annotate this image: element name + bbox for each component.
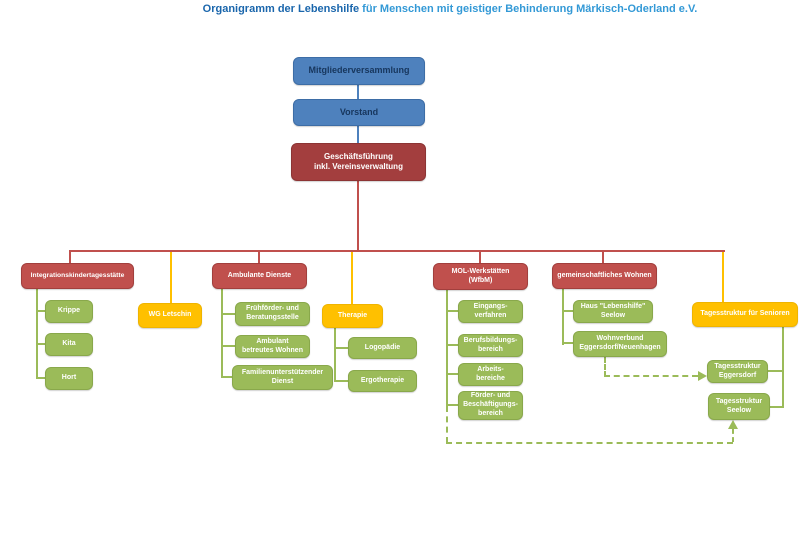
node-logopaedie: Logopädie [348, 337, 417, 359]
node-wg-letschin: WG Letschin [138, 303, 202, 328]
connector-drop-senioren [722, 252, 724, 302]
connector-main-horizontal [69, 250, 725, 252]
connector-stub-ts-eggersdorf [768, 370, 782, 372]
dashed-connector-mol-right [446, 442, 733, 444]
node-integrationskindertagesstaette: Integrationskindertagesstätte [21, 263, 134, 289]
node-foerder-beschaeftigungsbereich: Förder- und Beschäftigungs- bereich [458, 391, 523, 420]
connector-senioren-vertical [782, 327, 784, 408]
connector-stub-berufsbildung [448, 344, 458, 346]
node-therapie: Therapie [322, 304, 383, 328]
connector-stub-fruehfoerder [223, 313, 235, 315]
node-hort: Hort [45, 367, 93, 390]
connector-drop-therapie [351, 252, 353, 304]
arrow-up-icon [728, 420, 738, 429]
node-arbeitsbereiche: Arbeits- bereiche [458, 363, 523, 386]
connector-stub-familienunterstuetzender [223, 376, 232, 378]
node-mitgliederversammlung: Mitgliederversammlung [293, 57, 425, 85]
page-title-sub: für Menschen mit geistiger Behinderung M… [359, 3, 698, 15]
connector-stub-arbeitsbereiche [448, 373, 458, 375]
connector-stub-hort [38, 377, 45, 379]
connector-stub-foerder [448, 404, 458, 406]
connector-stub-ergotherapie [336, 380, 348, 382]
node-fruehfoerder: Frühförder- und Beratungsstelle [235, 302, 310, 326]
node-tagesstruktur-senioren: Tagesstruktur für Senioren [692, 302, 798, 327]
page-title-main: Organigramm der Lebenshilfe [202, 3, 360, 15]
node-wohnverbund: Wohnverbund Eggersdorf/Neuenhagen [573, 331, 667, 357]
connector-stub-wohnverbund [564, 342, 573, 344]
dashed-connector-wohnverbund-right [604, 375, 698, 377]
node-ambulante-dienste: Ambulante Dienste [212, 263, 307, 289]
dashed-connector-wohnverbund-down [604, 357, 606, 377]
connector-stub-ts-seelow [770, 406, 782, 408]
connector-drop-ambulante-branch [258, 252, 260, 263]
node-gemeinschaftliches-wohnen: gemeinschaftliches Wohnen [552, 263, 657, 289]
arrow-right-icon [698, 371, 707, 381]
connector-mol-vertical [446, 290, 448, 406]
connector-drop-kita-branch [69, 252, 71, 263]
connector-ambulante-vertical [221, 288, 223, 378]
connector-drop-mol-branch [479, 252, 481, 263]
node-vorstand: Vorstand [293, 99, 425, 126]
connector-stub-kita [38, 343, 45, 345]
connector-mitglieder-vorstand [357, 85, 359, 99]
node-krippe: Krippe [45, 300, 93, 323]
node-kita: Kita [45, 333, 93, 356]
connector-stub-eingangsverfahren [448, 310, 458, 312]
page-title: Organigramm der Lebenshilfe für Menschen… [100, 3, 800, 15]
connector-vorstand-geschaeftsfuehrung [357, 126, 359, 143]
node-tagesstruktur-seelow: Tagesstruktur Seelow [708, 393, 770, 420]
node-berufsbildungsbereich: Berufsbildungs- bereich [458, 334, 523, 357]
connector-stub-haus-lebenshilfe [564, 310, 573, 312]
connector-stub-logopaedie [336, 347, 348, 349]
node-geschaeftsfuehrung: Geschäftsführung inkl. Vereinsverwaltung [291, 143, 426, 181]
node-familienunterstuetzender-dienst: Familienunterstützender Dienst [232, 365, 333, 390]
dashed-connector-mol-up [732, 429, 734, 442]
connector-stub-krippe [38, 310, 45, 312]
connector-kita-branch-vertical [36, 289, 38, 379]
node-ergotherapie: Ergotherapie [348, 370, 417, 392]
connector-drop-wg-letschin [170, 252, 172, 303]
connector-drop-wohnen-branch [602, 252, 604, 263]
dashed-connector-mol-down [446, 406, 448, 443]
connector-wohnen-vertical [562, 289, 564, 345]
node-ambulant-betreutes-wohnen: Ambulant betreutes Wohnen [235, 335, 310, 358]
connector-geschaeftsfuehrung-trunk [357, 181, 359, 251]
connector-stub-ambulant [223, 345, 235, 347]
connector-therapie-vertical [334, 328, 336, 382]
node-mol-werkstaetten: MOL-Werkstätten (WfbM) [433, 263, 528, 290]
node-eingangsverfahren: Eingangs- verfahren [458, 300, 523, 323]
node-haus-lebenshilfe-seelow: Haus "Lebenshilfe" Seelow [573, 300, 653, 323]
node-tagesstruktur-eggersdorf: Tagesstruktur Eggersdorf [707, 360, 768, 383]
